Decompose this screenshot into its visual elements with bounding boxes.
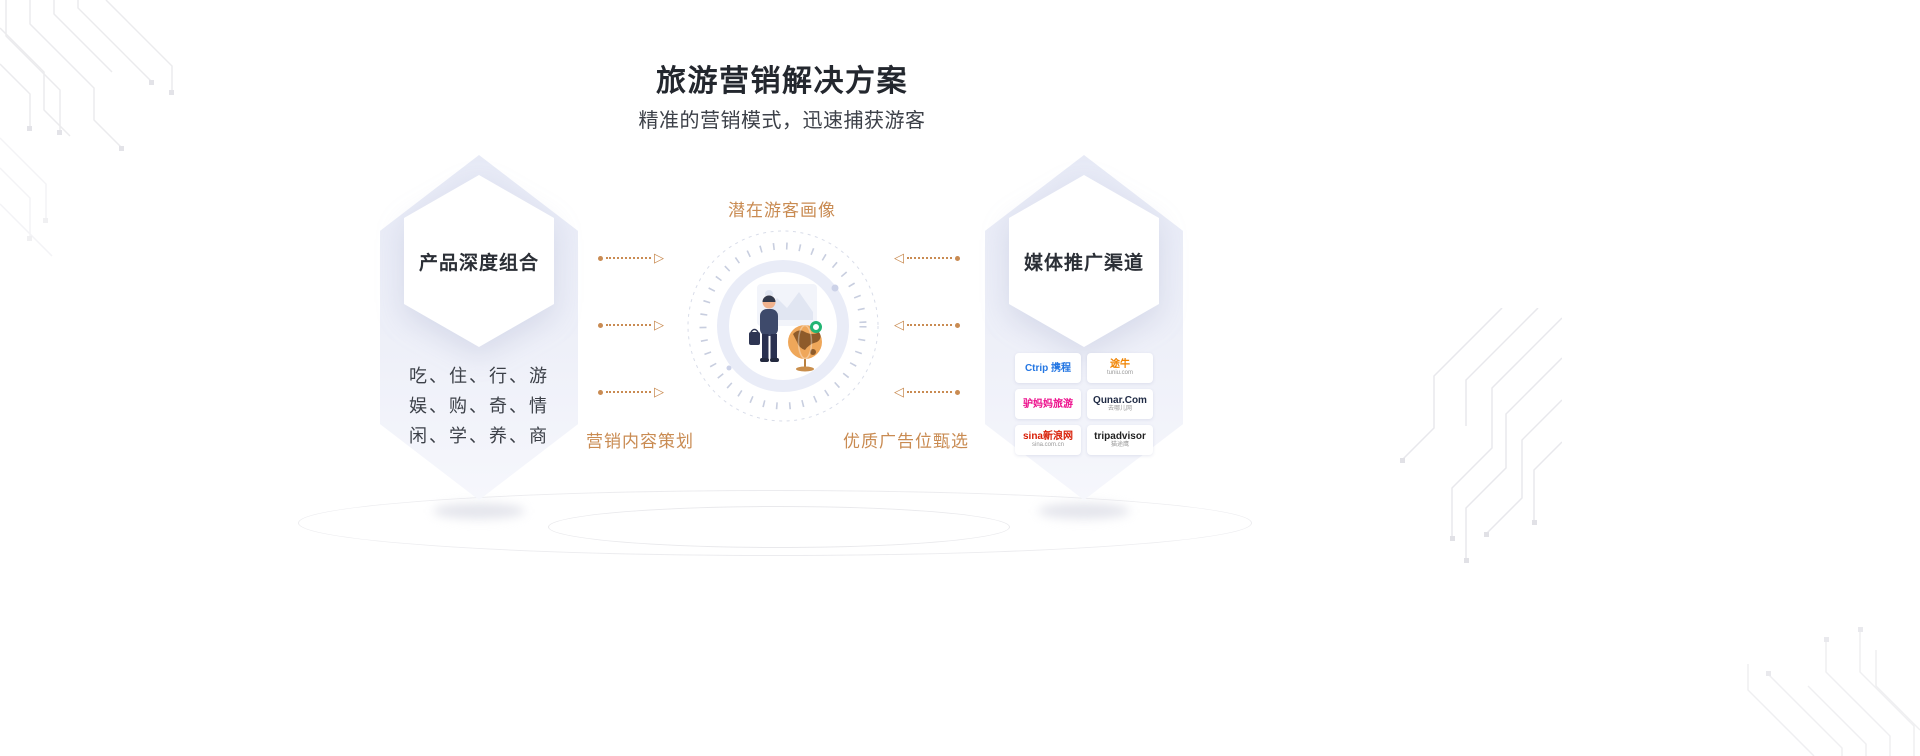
left-card-title: 产品深度组合: [418, 252, 539, 274]
accent-dot: [726, 365, 732, 371]
page-subtitle: 精准的营销模式，迅速捕获游客: [638, 110, 926, 132]
label-marketing-content-planning: 营销内容策划: [586, 432, 694, 451]
arrow-dot: [598, 389, 603, 395]
media-logo-grid: Ctrip 携程 途牛 tuniu.com 驴妈妈旅游 Qunar.Com 去哪…: [1015, 353, 1153, 455]
floor-ellipse-inner: [548, 506, 1010, 548]
product-line-3: 闲、学、养、商: [409, 426, 549, 446]
arrow-left-triangle-icon: ◁: [894, 317, 904, 332]
logo-qunar-text: Qunar.Com: [1093, 395, 1147, 406]
media-channels-card: 媒体推广渠道 Ctrip 携程 途牛 tuniu.com 驴妈妈旅游 Qunar…: [985, 155, 1183, 500]
arrow-dot: [955, 322, 960, 328]
arrow-right-1: ◁: [894, 251, 960, 265]
logo-sina-text: sina新浪网: [1022, 431, 1073, 442]
label-premium-ad-selection: 优质广告位甄选: [843, 432, 969, 451]
arrow-dot: [598, 255, 603, 261]
hexagon-badge: 媒体推广渠道: [1009, 175, 1159, 347]
arrow-left-triangle-icon: ◁: [894, 250, 904, 265]
right-card-shadow: [1038, 503, 1130, 519]
product-categories: 吃、住、行、游 娱、购、奇、情 闲、学、养、商: [380, 361, 578, 451]
logo-qunar-subtext: 去哪儿网: [1107, 406, 1132, 412]
arrow-dot: [955, 389, 960, 395]
logo-lvmama: 驴妈妈旅游: [1015, 389, 1081, 419]
arrow-right-triangle-icon: ▷: [654, 250, 664, 265]
arrow-dotted-line: [606, 391, 651, 393]
arrow-left-1: ▷: [598, 251, 664, 265]
right-card-title: 媒体推广渠道: [1023, 252, 1144, 274]
logo-ctrip: Ctrip 携程: [1015, 353, 1081, 383]
arrow-dotted-line: [606, 324, 651, 326]
page-title: 旅游营销解决方案: [656, 65, 908, 98]
customer-profile-illustration: [687, 230, 879, 422]
logo-sina-subtext: sina.com.cn: [1031, 442, 1064, 448]
hexagon-badge: 产品深度组合: [404, 175, 554, 347]
logo-tripadvisor-subtext: 猫途鹰: [1110, 442, 1129, 448]
accent-dot: [831, 284, 839, 292]
floor-ellipse-outer: [298, 490, 1252, 556]
label-potential-tourist-profile: 潜在游客画像: [728, 201, 836, 220]
product-line-1: 吃、住、行、游: [409, 366, 549, 386]
arrow-dotted-line: [907, 257, 952, 259]
arrow-right-triangle-icon: ▷: [654, 384, 664, 399]
arrow-dotted-line: [907, 324, 952, 326]
arrow-right-2: ◁: [894, 318, 960, 332]
logo-tripadvisor: tripadvisor 猫途鹰: [1087, 425, 1153, 455]
globe-icon: [788, 324, 822, 372]
arrow-dotted-line: [907, 391, 952, 393]
circuit-decoration-left-edge: [0, 137, 53, 257]
location-pin-icon: [810, 321, 822, 333]
logo-sina: sina新浪网 sina.com.cn: [1015, 425, 1081, 455]
circuit-decoration-right: [1400, 308, 1562, 563]
logo-tuniu: 途牛 tuniu.com: [1087, 353, 1153, 383]
arrow-left-triangle-icon: ◁: [894, 384, 904, 399]
dashed-ring: [687, 230, 879, 422]
logo-tuniu-text: 途牛: [1110, 359, 1130, 370]
arrow-dotted-line: [606, 257, 651, 259]
arrow-dot: [598, 322, 603, 328]
tick-ring: [699, 242, 867, 410]
arrow-dot: [955, 255, 960, 261]
arrow-left-3: ▷: [598, 385, 664, 399]
logo-tripadvisor-text: tripadvisor: [1094, 431, 1146, 442]
logo-ctrip-text: Ctrip 携程: [1024, 362, 1072, 374]
left-card-shadow: [433, 503, 525, 519]
logo-lvmama-text: 驴妈妈旅游: [1023, 398, 1073, 410]
arrow-right-triangle-icon: ▷: [654, 317, 664, 332]
product-combination-card: 产品深度组合 吃、住、行、游 娱、购、奇、情 闲、学、养、商: [380, 155, 578, 500]
circuit-decoration-bottom-right: [1747, 627, 1920, 756]
logo-tuniu-subtext: tuniu.com: [1106, 370, 1133, 376]
arrow-right-3: ◁: [894, 385, 960, 399]
arrow-left-2: ▷: [598, 318, 664, 332]
logo-qunar: Qunar.Com 去哪儿网: [1087, 389, 1153, 419]
product-line-2: 娱、购、奇、情: [409, 396, 549, 416]
traveler-figure: [749, 295, 779, 362]
